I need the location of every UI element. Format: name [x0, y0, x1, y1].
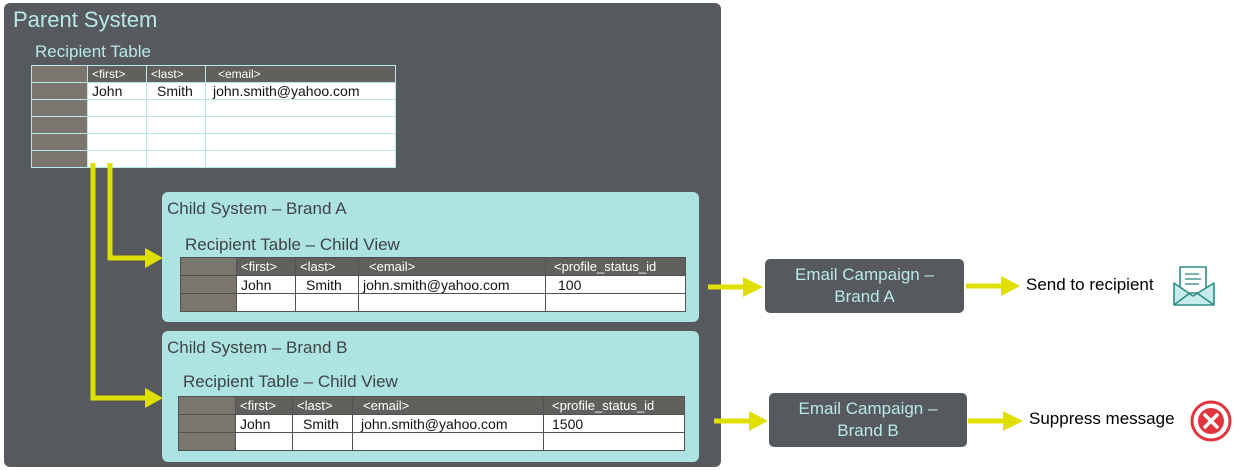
column-header: <first>: [87, 65, 147, 83]
email-campaign-brand-a-box: Email Campaign – Brand A: [765, 259, 964, 313]
table-row: [31, 116, 396, 134]
table-cell: john.smith@yahoo.com: [205, 82, 396, 100]
table-cell: [87, 133, 147, 151]
table-cell: [205, 116, 396, 134]
table-cell: [205, 150, 396, 168]
child-a-recipient-table: <first> <last> <email> <profile_status_i…: [180, 257, 686, 312]
campaign-label-line1: Email Campaign –: [795, 265, 934, 284]
table-cell: [545, 293, 686, 312]
table-cell: John: [235, 414, 293, 433]
table-cell: [295, 293, 359, 312]
table-row: John Smith john.smith@yahoo.com 1500: [178, 414, 685, 433]
table-row: [31, 99, 396, 117]
table-cell: [358, 293, 546, 312]
send-to-recipient-label: Send to recipient: [1026, 275, 1154, 294]
envelope-icon: [1173, 266, 1215, 306]
child-a-table-title: Recipient Table – Child View: [185, 235, 400, 254]
x-circle-icon: [1190, 400, 1232, 442]
parent-table-title: Recipient Table: [35, 42, 151, 61]
table-cell: John: [87, 82, 147, 100]
table-header-row: <first> <last> <email> <profile_status_i…: [180, 257, 686, 276]
child-system-brand-a-title: Child System – Brand A: [167, 199, 347, 218]
column-header: <first>: [236, 257, 296, 276]
column-header: <last>: [292, 396, 353, 415]
connector-to-brand-b: [90, 163, 148, 401]
column-header: <last>: [146, 65, 206, 83]
arrowhead: [145, 248, 163, 268]
table-row: [178, 432, 685, 451]
table-cell: [235, 432, 293, 451]
column-header: <email>: [358, 257, 546, 276]
campaign-label-line1: Email Campaign –: [798, 399, 938, 418]
campaign-label-line2: Brand A: [834, 287, 895, 306]
table-cell: [543, 432, 685, 451]
table-cell: Smith: [295, 275, 359, 294]
arrowhead: [743, 277, 763, 297]
table-cell: [236, 293, 296, 312]
column-header: <profile_status_id: [545, 257, 686, 276]
suppress-message-label: Suppress message: [1029, 409, 1175, 428]
table-cell: [292, 432, 353, 451]
row-header-cell: [31, 150, 88, 168]
child-b-recipient-table: <first> <last> <email> <profile_status_i…: [178, 396, 685, 451]
table-header-row: <first> <last> <email> <profile_status_i…: [178, 396, 685, 415]
table-row: [180, 293, 686, 312]
table-cell: 1500: [543, 414, 685, 433]
email-campaign-brand-b-box: Email Campaign – Brand B: [769, 393, 967, 447]
arrowhead: [1003, 411, 1023, 431]
parent-system-title: Parent System: [13, 7, 158, 32]
row-header-cell: [178, 414, 236, 433]
table-row: John Smith john.smith@yahoo.com 100: [180, 275, 686, 294]
column-header: <email>: [205, 65, 396, 83]
table-cell: [87, 116, 147, 134]
arrowhead: [749, 411, 768, 431]
table-cell: [87, 150, 147, 168]
campaign-label-line2: Brand B: [837, 421, 899, 440]
column-header: <email>: [352, 396, 544, 415]
table-cell: [87, 99, 147, 117]
table-cell: [146, 99, 206, 117]
table-row: [31, 150, 396, 168]
table-header-row: <first> <last> <email>: [31, 65, 396, 83]
table-cell: [205, 99, 396, 117]
connector-to-brand-a: [107, 163, 148, 261]
table-cell: john.smith@yahoo.com: [352, 414, 544, 433]
column-header: <last>: [295, 257, 359, 276]
child-system-brand-b-title: Child System – Brand B: [167, 338, 348, 357]
table-cell: John: [236, 275, 296, 294]
table-cell: [352, 432, 544, 451]
parent-recipient-table: <first> <last> <email> John Smith john.s…: [31, 65, 396, 168]
arrowhead: [1001, 276, 1020, 296]
row-header-cell: [178, 432, 236, 451]
table-cell: Smith: [292, 414, 353, 433]
table-cell: [146, 116, 206, 134]
column-header: <profile_status_id: [543, 396, 685, 415]
arrowhead: [145, 388, 163, 408]
row-header-cell: [31, 116, 88, 134]
row-header-cell: [180, 293, 237, 312]
child-b-table-title: Recipient Table – Child View: [183, 372, 398, 391]
